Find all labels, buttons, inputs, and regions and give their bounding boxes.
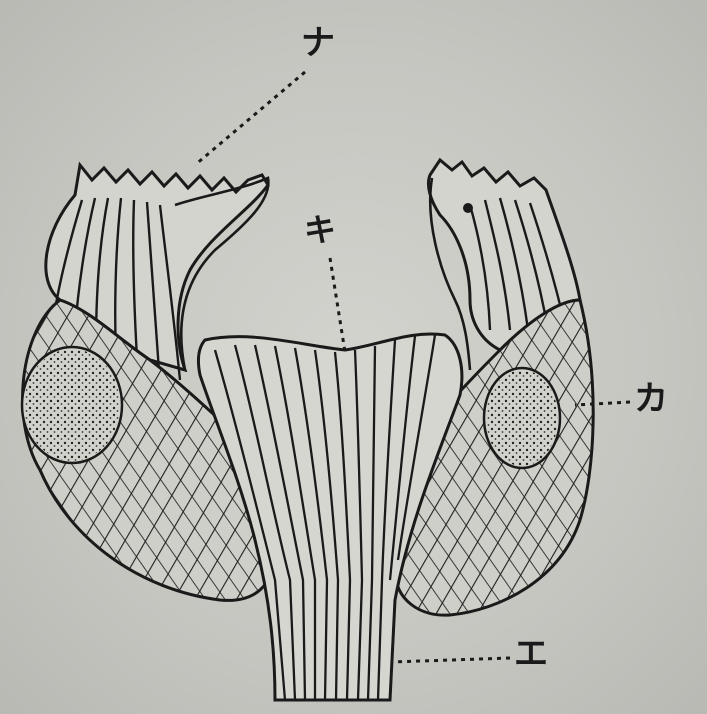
label-e: エ [514, 637, 548, 671]
leader-e [392, 658, 510, 662]
leader-na [195, 72, 305, 165]
label-na: ナ [301, 26, 335, 60]
leader-ki [330, 258, 345, 352]
label-ki: キ [304, 214, 336, 246]
label-ka: カ [634, 382, 668, 416]
